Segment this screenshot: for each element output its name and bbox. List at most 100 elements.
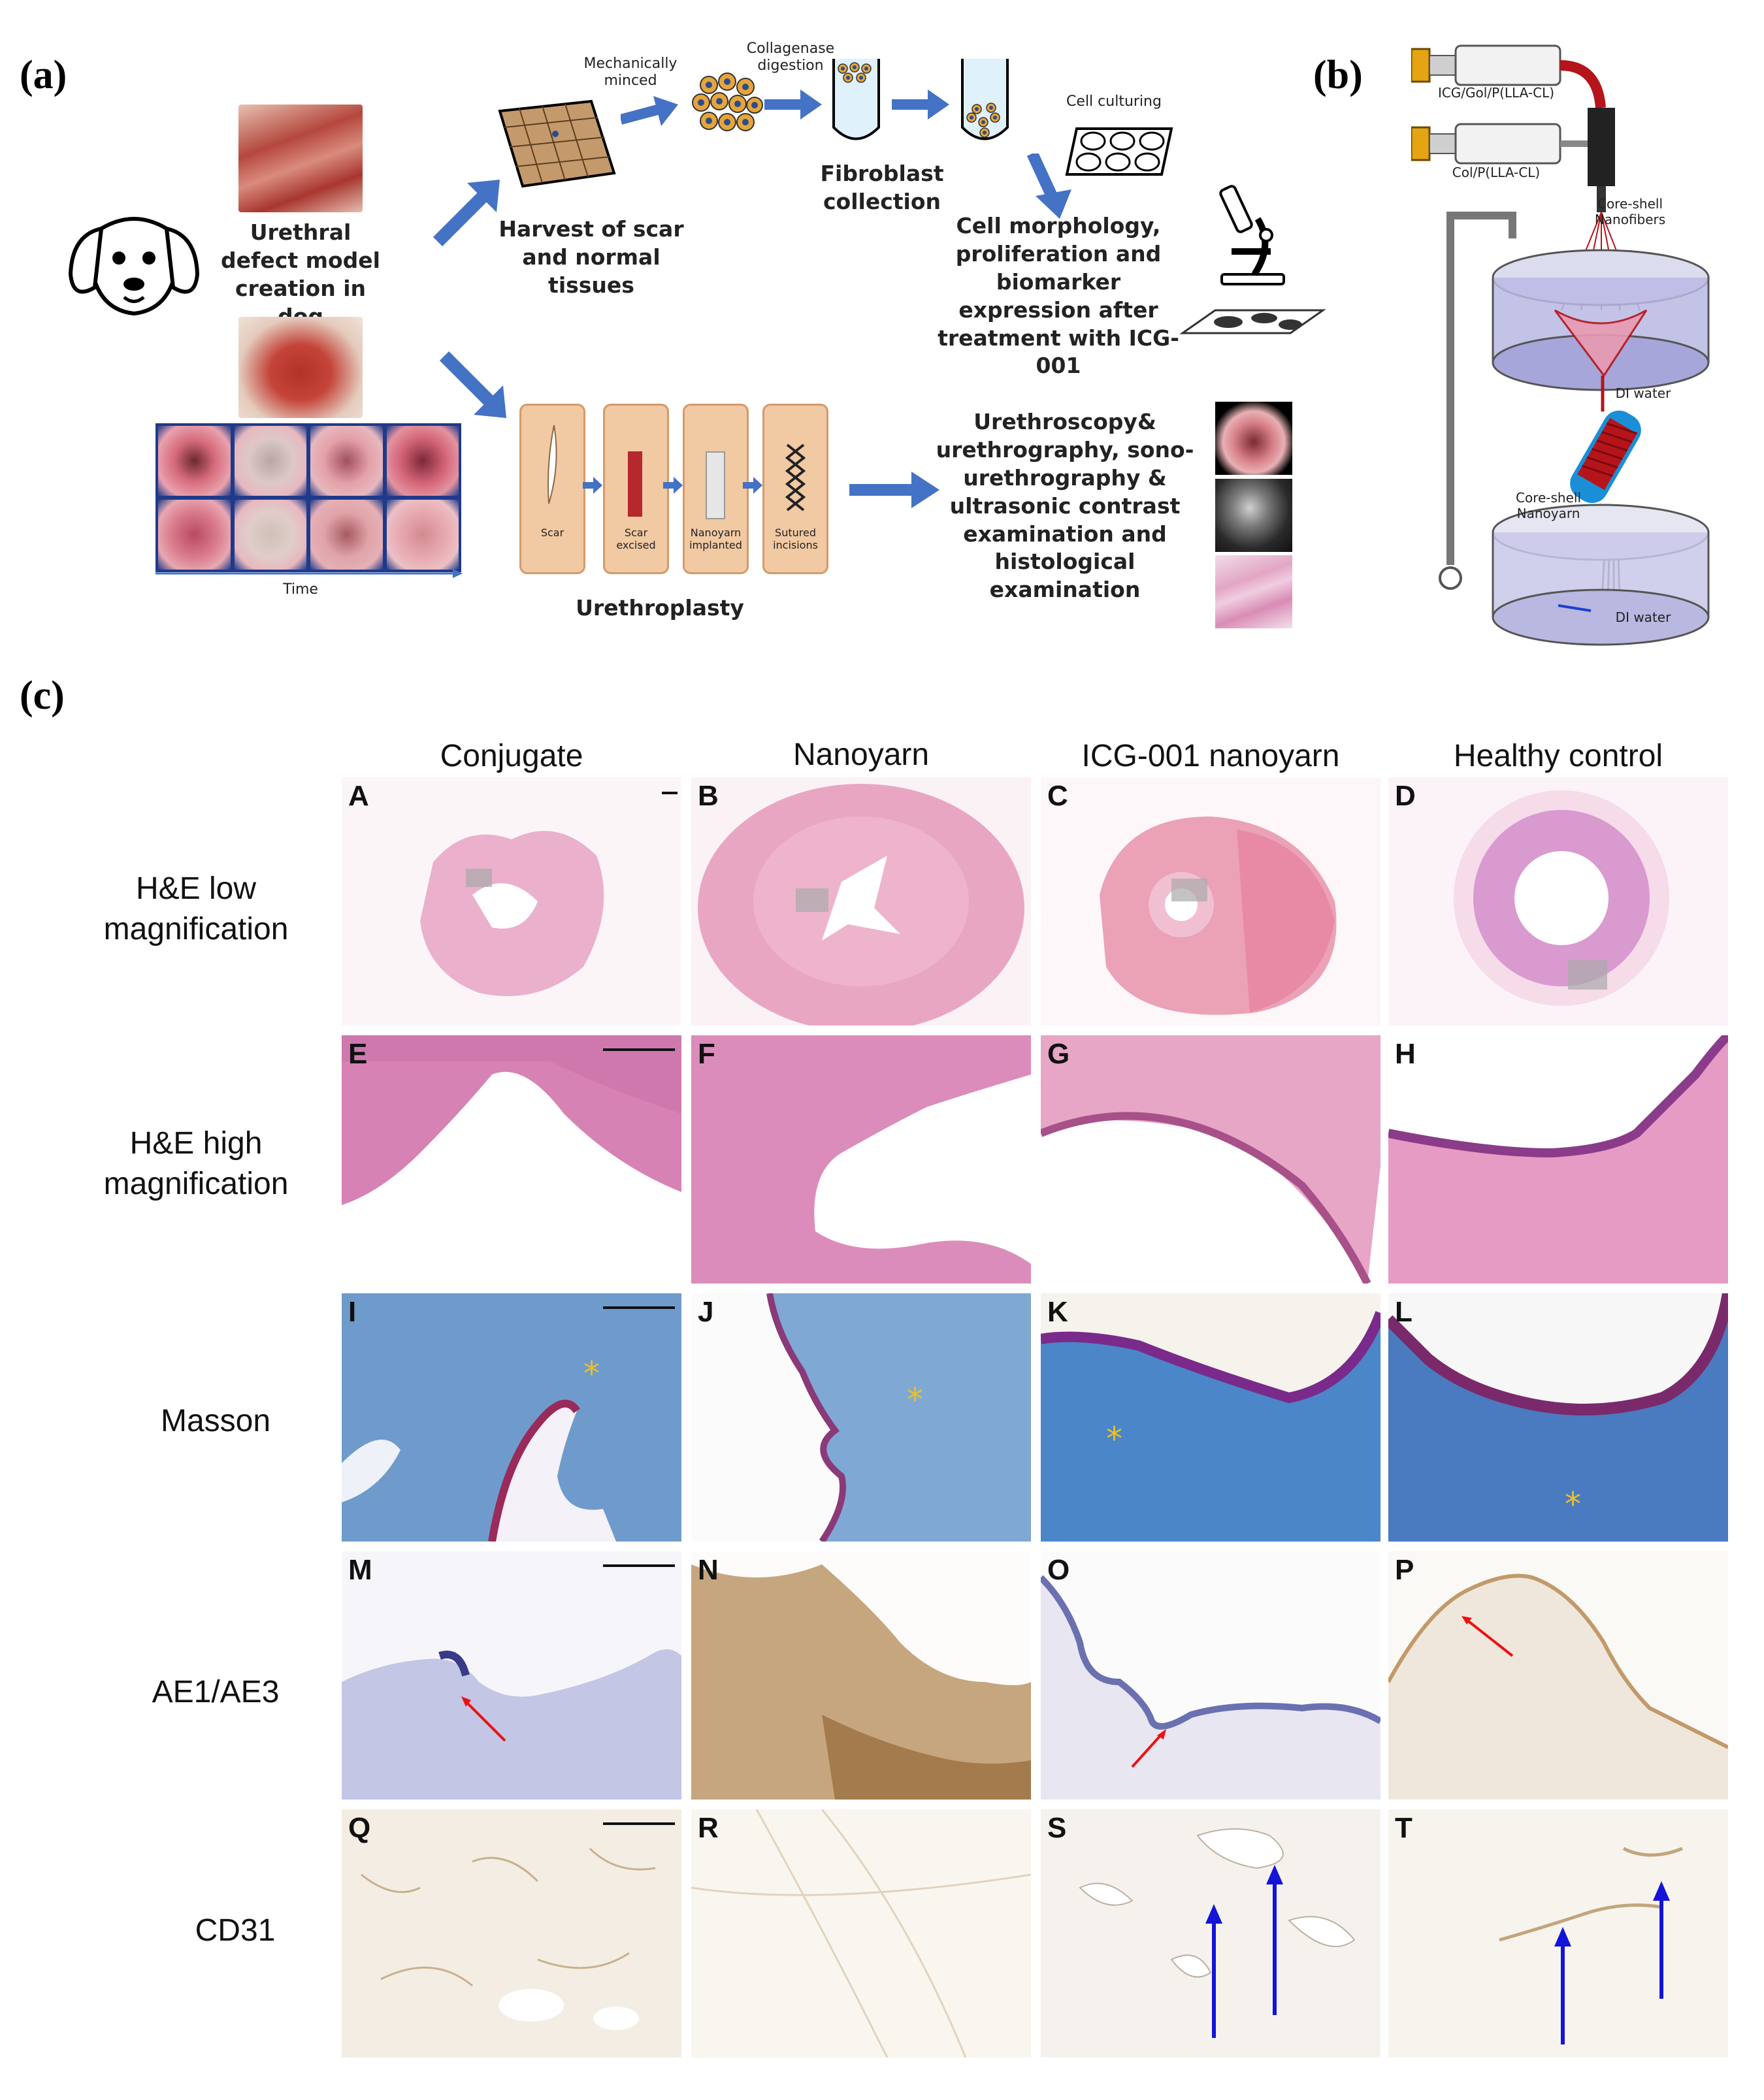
microscope-icon [1219, 185, 1285, 285]
micrograph-he-high-icg001: G [1041, 1035, 1380, 1284]
micrograph-cd31-conjugate: Q [342, 1809, 681, 2058]
row-header-ae1-ae3: AE1/AE3 [152, 1675, 280, 1709]
tile-letter: J [698, 1296, 714, 1328]
tile-letter: M [348, 1554, 372, 1586]
urethroplasty-step-implanted: Nanoyarn implanted [683, 404, 749, 574]
micrograph-cd31-healthy: T [1388, 1809, 1728, 2058]
urethrography-image [1215, 479, 1292, 552]
step-label-sutured: Sutured incisions [773, 526, 818, 552]
nanoyarn-label: Core-shell Nanoyarn [1515, 490, 1582, 521]
step-label-scar: Scar [540, 526, 564, 539]
urethral-tissue-photo-top [238, 105, 363, 212]
tile-letter: G [1047, 1038, 1070, 1070]
syringe-2-label: Col/P(LLA-CL) [1452, 165, 1541, 180]
examination-label: Urethroscopy& urethrography, sono-urethr… [936, 409, 1194, 603]
culturing-label: Cell culturing [1066, 93, 1162, 110]
column-header-conjugate: Conjugate [440, 739, 583, 773]
endoscopy-image-grid [155, 423, 461, 572]
water-label-upper: DI water [1615, 385, 1671, 401]
tile-letter: T [1395, 1812, 1413, 1844]
tile-letter: B [698, 780, 719, 812]
panel-label-c: (c) [20, 673, 65, 718]
tile-letter: D [1395, 780, 1416, 812]
fibroblast-collection-label: Fibroblast collection [820, 161, 944, 214]
micrograph-cd31-icg001: S [1041, 1809, 1380, 2058]
tile-letter: P [1395, 1554, 1414, 1586]
arrow-to-exam [849, 472, 939, 508]
tile-letter: O [1047, 1554, 1070, 1586]
micrograph-he-high-healthy: H [1388, 1035, 1728, 1284]
syringe-1-label: ICG/Gol/P(LLA-CL) [1437, 85, 1555, 101]
digestion-label: Collagenase digestion [746, 40, 835, 74]
tile-letter: A [348, 780, 369, 812]
column-header-nanoyarn: Nanoyarn [792, 737, 930, 772]
arrow-to-urethroplasty [439, 351, 506, 418]
arrow-to-harvest [433, 180, 500, 247]
model-creation-label: Urethral defect model creation in dog [221, 219, 380, 329]
urethral-tissue-photo-bottom [238, 317, 363, 418]
nanofibers-label: Core-shell Nanofibers [1594, 196, 1666, 227]
micrograph-cd31-nanoyarn: R [691, 1809, 1031, 2058]
scale-bar [603, 1822, 675, 1825]
minced-label: Mechanically minced [583, 56, 678, 89]
tile-letter: F [698, 1038, 715, 1070]
time-arrow [155, 569, 463, 578]
harvest-label: Harvest of scar and normal tissues [498, 216, 684, 298]
scale-bar [603, 1564, 675, 1567]
scale-bar [603, 1306, 675, 1309]
tile-letter: N [698, 1554, 719, 1586]
time-label: Time [283, 581, 318, 598]
scale-bar [662, 792, 678, 794]
svg-text:*: * [1565, 1485, 1581, 1523]
micrograph-masson-icg001: * K [1041, 1293, 1380, 1542]
micrograph-ae1ae3-conjugate: M [342, 1551, 681, 1800]
micrograph-he-high-conjugate: E [342, 1035, 681, 1284]
test-tube-1-icon [832, 59, 880, 140]
micrograph-ae1ae3-nanoyarn: N [691, 1551, 1031, 1800]
dog-icon [68, 217, 200, 316]
arrow-digestion [764, 89, 822, 120]
column-header-icg001-nanoyarn: ICG-001 nanoyarn [1081, 739, 1340, 773]
panel-label-a: (a) [20, 53, 67, 97]
urethroplasty-label: Urethroplasty [576, 595, 744, 621]
row-header-masson: Masson [160, 1404, 271, 1438]
arrow-tubes [892, 89, 949, 120]
micrograph-ae1ae3-icg001: O [1041, 1551, 1380, 1800]
cell-slide-icon [1179, 309, 1326, 334]
micrograph-ae1ae3-healthy: P [1388, 1551, 1728, 1800]
tile-letter: K [1047, 1296, 1068, 1328]
svg-text:*: * [907, 1381, 923, 1419]
step-label-excised: Scar excised [616, 526, 656, 552]
row-header-he-high: H&E high magnification [103, 1126, 289, 1202]
row-header-he-low: H&E low magnification [103, 871, 289, 947]
cell-study-label: Cell morphology, proliferation and bioma… [938, 213, 1179, 379]
micrograph-he-low-conjugate: A [342, 777, 681, 1026]
urethroscopy-image [1215, 402, 1292, 475]
step-label-implanted: Nanoyarn implanted [689, 526, 742, 552]
arrow-minced [621, 96, 678, 126]
tile-letter: I [348, 1296, 357, 1328]
tile-letter: C [1047, 780, 1068, 812]
arrow-to-cell-study [1026, 153, 1071, 219]
test-tube-2-icon [961, 59, 1009, 140]
step-arrow-3 [743, 477, 762, 494]
tissue-sheet-icon [498, 99, 616, 188]
micrograph-he-low-nanoyarn: B [691, 777, 1031, 1026]
micrograph-masson-nanoyarn: * J [691, 1293, 1031, 1542]
micrograph-he-high-nanoyarn: F [691, 1035, 1031, 1284]
step-arrow-2 [663, 477, 683, 494]
row-header-cd31: CD31 [195, 1913, 276, 1948]
svg-text:*: * [583, 1355, 600, 1393]
step-arrow-1 [583, 477, 602, 494]
tile-letter: Q [348, 1812, 371, 1844]
urethroplasty-step-excised: Scar excised [603, 404, 669, 574]
urethroplasty-step-scar: Scar [519, 404, 585, 574]
culture-plate-icon [1065, 127, 1173, 176]
tile-letter: R [698, 1812, 719, 1844]
column-header-healthy-control: Healthy control [1453, 739, 1663, 773]
tile-letter: S [1047, 1812, 1067, 1844]
tile-letter: H [1395, 1038, 1416, 1070]
cell-cluster-icon [692, 73, 763, 131]
micrograph-masson-healthy: * L [1388, 1293, 1728, 1542]
electrospinning-apparatus [1411, 44, 1710, 646]
